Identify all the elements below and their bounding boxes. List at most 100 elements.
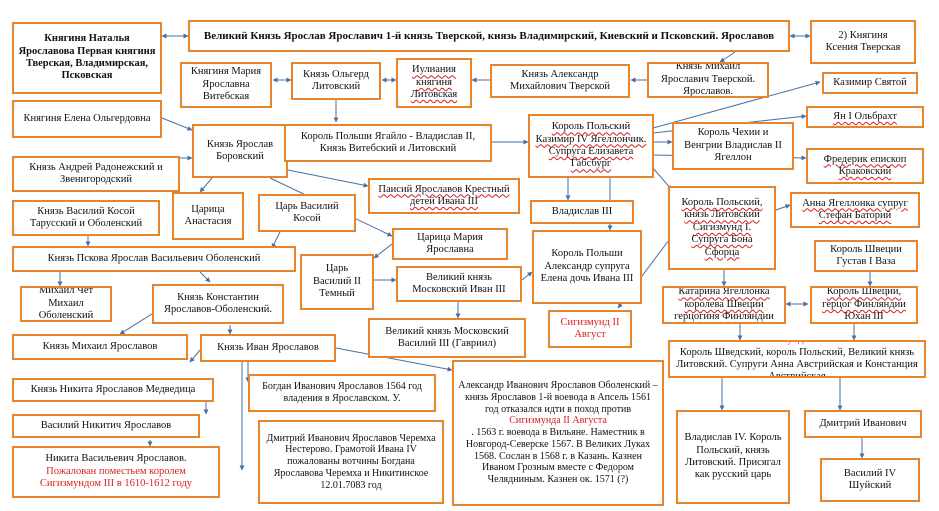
person-box-ksenia: 2) Княгиня Ксения Тверская (810, 20, 916, 64)
person-text: Король Польский Казимир IV Ягеллончик. С… (535, 121, 647, 170)
person-box-tsaritsa-an: Царица Анастасия (172, 192, 244, 240)
person-text: Король Польши Ягайло - Владислав II, Кня… (300, 130, 476, 154)
person-box-tsar-vas2: Царь Василий II Темный (300, 254, 374, 310)
person-box-andrey-rad: Князь Андрей Радонежский и Звенигородски… (12, 156, 180, 192)
person-text: Княгиня Мария Ярославна Витебская (190, 66, 262, 103)
person-box-sigismund1: Король Польский, князь Литовский Сигизму… (668, 186, 776, 270)
person-box-katarina: Катарина Ягеллонка королева Швеции герцо… (662, 286, 786, 324)
link-elena-yaroslav (161, 117, 193, 131)
person-text: Ян I Ольбрахт (833, 110, 897, 122)
link-ivan3-alexander-pol (521, 271, 533, 281)
person-box-yaroslav-bor: Князь Ярослав Боровский (192, 124, 288, 178)
person-text: Великий Князь Ярослав Ярославич 1-й княз… (203, 29, 775, 42)
person-box-nikita-vas: Никита Васильевич Ярославов. Пожалован п… (12, 446, 220, 498)
person-box-maria-vit: Княгиня Мария Ярославна Витебская (180, 62, 272, 108)
link-ivan-yar-alexander-ob (335, 347, 453, 372)
person-text: Богдан Иванович Ярославов 1564 год владе… (262, 381, 422, 404)
person-box-vasiliy-nik: Василий Никитич Ярославов (12, 414, 200, 438)
person-text: Князь Иван Ярославов (217, 341, 319, 353)
link-kazimir-kazimir-sv (652, 80, 821, 129)
person-box-jan-olbr: Ян I Ольбрахт (806, 106, 924, 128)
person-box-vasiliy3: Великий князь Московский Василий III (Га… (368, 318, 526, 358)
person-box-mikhail-ya: Князь Михаил Ярославич Тверской. Ярослав… (647, 62, 769, 98)
person-box-konstantin: Князь Константин Ярославов-Оболенский. (152, 284, 284, 324)
person-box-gustav: Король Швеции Густав I Ваза (814, 240, 918, 272)
person-text: Князь Ольгерд Литовский (303, 68, 369, 92)
person-box-natalia: Княгиня Наталья Ярославова Первая княгин… (12, 22, 162, 94)
person-box-paisiy: Паисий Ярославов Крестный детей Ивана II… (368, 178, 520, 214)
person-box-sigismund3: Сигизмунд III Ваза Король Шведский, коро… (668, 340, 926, 378)
person-box-kazimir-sv: Казимир Святой (822, 72, 918, 94)
person-text: Казимир Святой (833, 76, 907, 88)
person-text: Владислав IV. Король Польский, князь Лит… (684, 432, 782, 481)
person-text: Князь Михаил Ярославич Тверской. Ярослав… (660, 62, 756, 98)
person-text: Княгиня Наталья Ярославова Первая княгин… (18, 33, 156, 82)
person-text: Король Польши Александр супруга Елена до… (540, 248, 634, 285)
person-text: Великий князь Московский Иван III (412, 271, 506, 295)
person-box-kazimir4: Король Польский Казимир IV Ягеллончик. С… (528, 114, 654, 178)
person-text: Король Польский, князь Литовский Сигизму… (681, 197, 763, 258)
person-text: Александр Иванович Ярославов Оболенский … (458, 379, 658, 486)
person-text: Царь Василий II Темный (312, 263, 362, 300)
link-tsaritsa-tsar-vas2 (373, 243, 393, 259)
person-box-mikhail-chet: Михаил Чет Михаил Оболенский (20, 286, 112, 322)
person-box-vladislav3: Владислав III (530, 200, 634, 224)
person-box-alexander-m: Князь Александр Михайлович Тверской (490, 64, 630, 98)
link-yaroslav-tsaritsa-an (199, 177, 213, 193)
person-text: Князь Ярослав Боровский (206, 138, 274, 162)
person-box-ivan3: Великий князь Московский Иван III (396, 266, 522, 302)
person-text: Никита Васильевич Ярославов. Пожалован п… (39, 453, 193, 490)
person-box-vladislav-cz: Король Чехии и Венгрии Владислав II Ягел… (672, 122, 794, 170)
person-box-nikita-med: Князь Никита Ярославов Медведица (12, 378, 214, 402)
link-yaroslav-paisiy (287, 169, 369, 188)
person-box-bogdan: Богдан Иванович Ярославов 1564 год владе… (248, 374, 436, 412)
person-text: Дмитрий Иванович (819, 417, 907, 429)
person-text: Княгиня Елена Ольгердовна (23, 112, 151, 124)
person-box-yaroslav1: Великий Князь Ярослав Ярославич 1-й княз… (188, 20, 790, 52)
person-text: Паисий Ярославов Крестный детей Ивана II… (378, 183, 510, 207)
link-sigismund1-anna (775, 204, 791, 211)
person-text: Князь Пскова Ярослав Васильевич Оболенск… (47, 252, 261, 264)
link-yaroslav1-mikhail (719, 51, 736, 63)
person-text: Князь Михаил Ярославов (42, 340, 158, 352)
person-text: Князь Никита Ярославов Медведица (30, 383, 196, 395)
person-text: 2) Княгиня Ксения Тверская (825, 29, 901, 53)
person-box-pskov-yar: Князь Пскова Ярослав Васильевич Оболенск… (12, 246, 296, 272)
person-text: Царь Василий Косой (275, 200, 339, 224)
person-box-juhan3: Король Швеции, герцог Финляндии Юхан III (810, 286, 918, 324)
person-box-vasiliy4: Василий IV Шуйский (820, 458, 920, 502)
person-box-sigismund2: Сигизмунд II Август (548, 310, 632, 348)
person-text: Сигизмунд II Август (560, 316, 620, 340)
person-box-tsaritsa-maria: Царица Мария Ярославна (392, 228, 508, 260)
link-tsar-vasiliy-pskov (271, 231, 281, 249)
person-text: Василий Никитич Ярославов (40, 419, 172, 431)
person-text: Король Швеции, герцог Финляндии Юхан III (822, 286, 906, 323)
link-konstantin-mikhail-yar (119, 311, 156, 335)
person-text: Владислав III (551, 205, 613, 217)
person-text: Король Чехии и Венгрии Владислав II Ягел… (684, 127, 782, 164)
person-box-anna-jag: Анна Ягеллонка супруг Стефан Баторий (790, 192, 920, 228)
person-text: Великий князь Московский Василий III (Га… (385, 325, 509, 349)
person-text: Князь Константин Ярославов-Оболенский. (163, 291, 273, 315)
person-box-jagiello: Король Польши Ягайло - Владислав II, Кня… (284, 124, 492, 162)
person-box-vasiliy-kosoy: Князь Василий Косой Тарусский и Оболенск… (12, 200, 160, 236)
person-text: Князь Андрей Радонежский и Звенигородски… (29, 161, 163, 185)
person-text: Царица Анастасия (184, 203, 232, 227)
person-box-fryderyk: Фредерик епископ Краковский (806, 148, 924, 184)
person-box-alexander-ob: Александр Иванович Ярославов Оболенский … (452, 360, 664, 506)
person-text: Анна Ягеллонка супруг Стефан Баторий (802, 197, 908, 221)
person-text: Иулиания княгиня Литовская (410, 64, 458, 101)
person-box-uliania: Иулиания княгиня Литовская (396, 58, 472, 108)
person-box-dmitriy-iv: Дмитрий Иванович (804, 410, 922, 438)
person-text: Король Швеции Густав I Ваза (830, 243, 902, 267)
person-box-alexander-pol: Король Польши Александр супруга Елена до… (532, 230, 642, 304)
person-box-elena-olg: Княгиня Елена Ольгердовна (12, 100, 162, 138)
person-text: Василий IV Шуйский (843, 467, 897, 491)
person-box-tsar-vas-kos: Царь Василий Косой (258, 194, 356, 232)
person-text: Царица Мария Ярославна (417, 231, 483, 255)
person-text: Фредерик епископ Краковский (823, 153, 907, 177)
person-box-mikhail-yar: Князь Михаил Ярославов (12, 334, 188, 360)
person-box-vladislav4: Владислав IV. Король Польский, князь Лит… (676, 410, 790, 504)
person-text: Князь Василий Косой Тарусский и Оболенск… (29, 205, 143, 229)
